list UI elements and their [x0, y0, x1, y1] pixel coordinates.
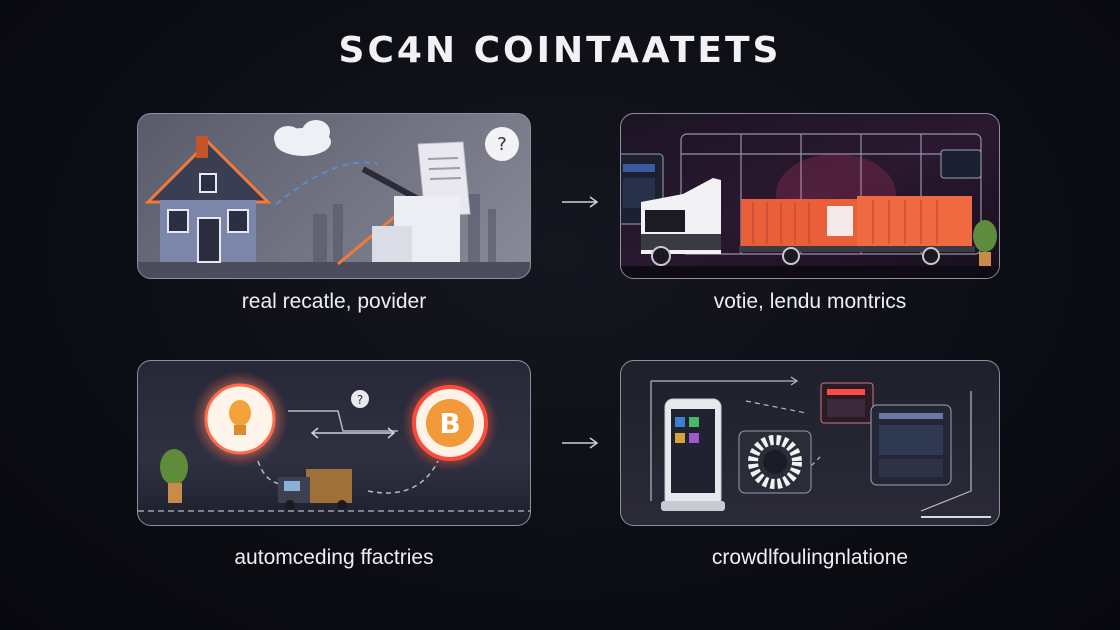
smartphone-icon	[661, 398, 725, 511]
panel-factories: B ?	[137, 360, 531, 526]
caption-crowdfunding: crowdlfoulingnlatione	[711, 546, 909, 569]
plant-icon	[973, 220, 997, 268]
tablet-icon	[738, 430, 812, 494]
truck-icon	[641, 178, 940, 266]
svg-text:?: ?	[497, 134, 507, 155]
cloud-icon	[274, 120, 331, 156]
house-icon	[144, 136, 272, 263]
svg-text:?: ?	[357, 393, 363, 407]
caption-logistics: votie, lendu montrics	[713, 290, 907, 313]
document-icon	[372, 141, 471, 262]
lightbulb-icon	[192, 371, 288, 467]
plant-icon	[160, 449, 188, 503]
bitcoin-icon: B	[402, 375, 498, 471]
shipping-container-icon	[739, 196, 975, 252]
panel-real-estate: ?	[137, 113, 531, 279]
question-icon: ?	[485, 127, 519, 161]
panel-logistics	[620, 113, 1000, 279]
svg-text:B: B	[439, 407, 460, 440]
panel-crowdfunding	[620, 360, 1000, 526]
page-title: SC4N COINTAATETS	[338, 30, 782, 71]
arrow-right-icon	[562, 196, 599, 208]
question-icon: ?	[351, 390, 369, 408]
arrow-right-icon	[562, 437, 599, 449]
caption-real-estate: real recatle, povider	[241, 290, 427, 313]
caption-factories: automceding ffactries	[234, 546, 434, 569]
dashboard-screen-icon	[820, 382, 952, 486]
delivery-truck-icon	[278, 469, 352, 510]
